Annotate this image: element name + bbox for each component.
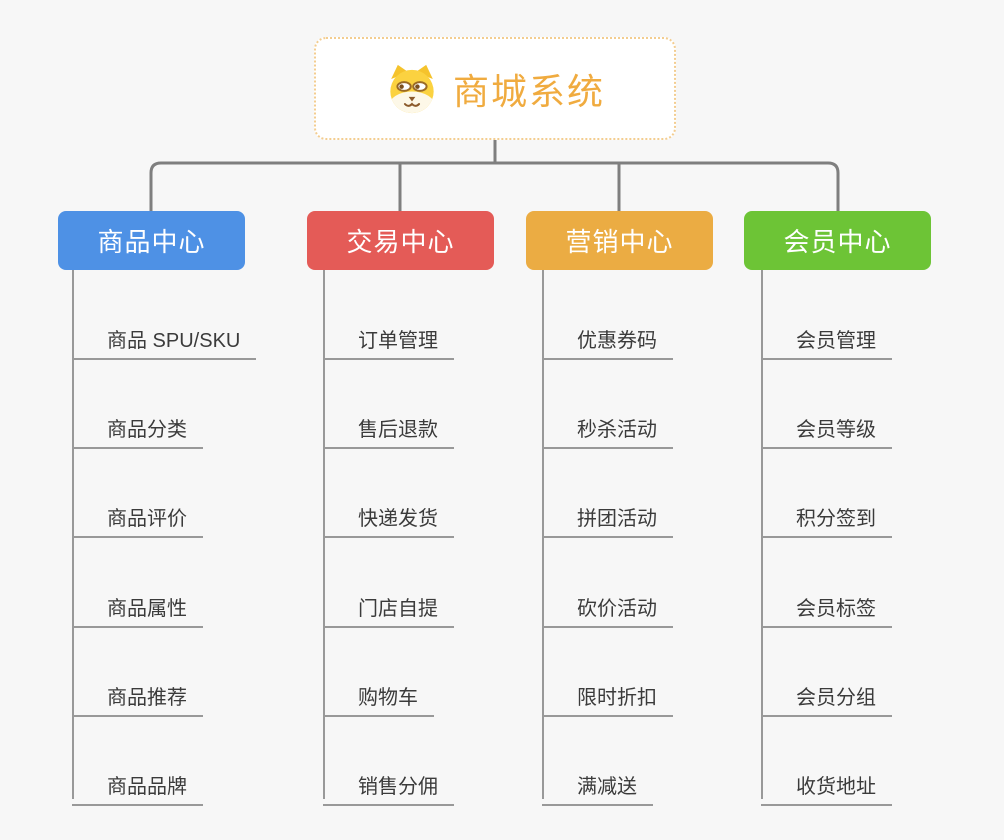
leaf-node[interactable]: 门店自提 bbox=[323, 575, 454, 628]
dog-face-icon bbox=[390, 64, 434, 113]
leaf-node[interactable]: 拼团活动 bbox=[542, 485, 673, 538]
leaf-node[interactable]: 商品推荐 bbox=[72, 664, 203, 717]
leaf-column-marketing: 优惠券码 秒杀活动 拼团活动 砍价活动 限时折扣 满减送 bbox=[542, 270, 673, 806]
leaf-node[interactable]: 会员等级 bbox=[761, 396, 892, 449]
leaf-node[interactable]: 限时折扣 bbox=[542, 664, 673, 717]
leaf-node[interactable]: 购物车 bbox=[323, 664, 434, 717]
leaf-column-member: 会员管理 会员等级 积分签到 会员标签 会员分组 收货地址 bbox=[761, 270, 892, 806]
root-node-title: 商城系统 bbox=[452, 70, 605, 112]
leaf-column-product: 商品 SPU/SKU 商品分类 商品评价 商品属性 商品推荐 商品品牌 bbox=[72, 270, 257, 806]
leaf-node[interactable]: 商品评价 bbox=[72, 485, 203, 538]
leaf-node[interactable]: 收货地址 bbox=[761, 753, 892, 806]
leaf-node[interactable]: 销售分佣 bbox=[323, 753, 454, 806]
leaf-node[interactable]: 订单管理 bbox=[323, 307, 454, 360]
leaf-node[interactable]: 积分签到 bbox=[761, 485, 892, 538]
leaf-node[interactable]: 商品 SPU/SKU bbox=[72, 307, 257, 360]
leaf-node[interactable]: 售后退款 bbox=[323, 396, 454, 449]
branch-node-trade-center[interactable]: 交易中心 bbox=[307, 211, 494, 270]
leaf-node[interactable]: 优惠券码 bbox=[542, 307, 673, 360]
root-node[interactable]: 商城系统 bbox=[314, 37, 676, 140]
leaf-node[interactable]: 会员分组 bbox=[761, 664, 892, 717]
leaf-node[interactable]: 会员标签 bbox=[761, 575, 892, 628]
leaf-node[interactable]: 商品属性 bbox=[72, 575, 203, 628]
leaf-node[interactable]: 满减送 bbox=[542, 753, 653, 806]
leaf-node[interactable]: 秒杀活动 bbox=[542, 396, 673, 449]
branch-node-member-center[interactable]: 会员中心 bbox=[744, 211, 931, 270]
leaf-column-trade: 订单管理 售后退款 快递发货 门店自提 购物车 销售分佣 bbox=[323, 270, 454, 806]
branch-bus-line bbox=[149, 161, 840, 211]
leaf-node[interactable]: 砍价活动 bbox=[542, 575, 673, 628]
leaf-node[interactable]: 快递发货 bbox=[323, 485, 454, 538]
leaf-node[interactable]: 会员管理 bbox=[761, 307, 892, 360]
leaf-node[interactable]: 商品分类 bbox=[72, 396, 203, 449]
branch-node-marketing-center[interactable]: 营销中心 bbox=[526, 211, 713, 270]
leaf-node[interactable]: 商品品牌 bbox=[72, 753, 203, 806]
branch-node-product-center[interactable]: 商品中心 bbox=[58, 211, 245, 270]
